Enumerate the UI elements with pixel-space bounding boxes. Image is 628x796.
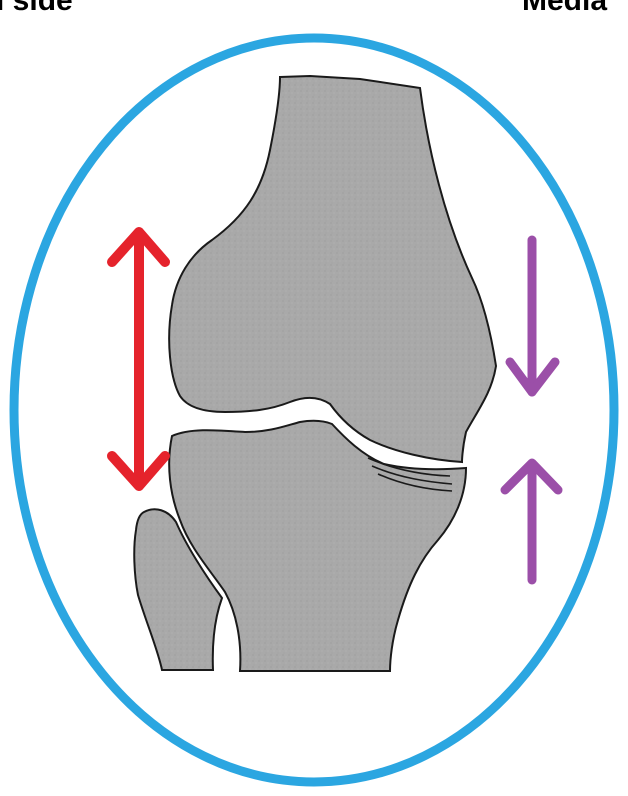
lateral-gap-arrow-icon [112, 232, 165, 486]
femur-bone [169, 76, 496, 462]
medial-compression-arrows-icon [505, 240, 558, 580]
